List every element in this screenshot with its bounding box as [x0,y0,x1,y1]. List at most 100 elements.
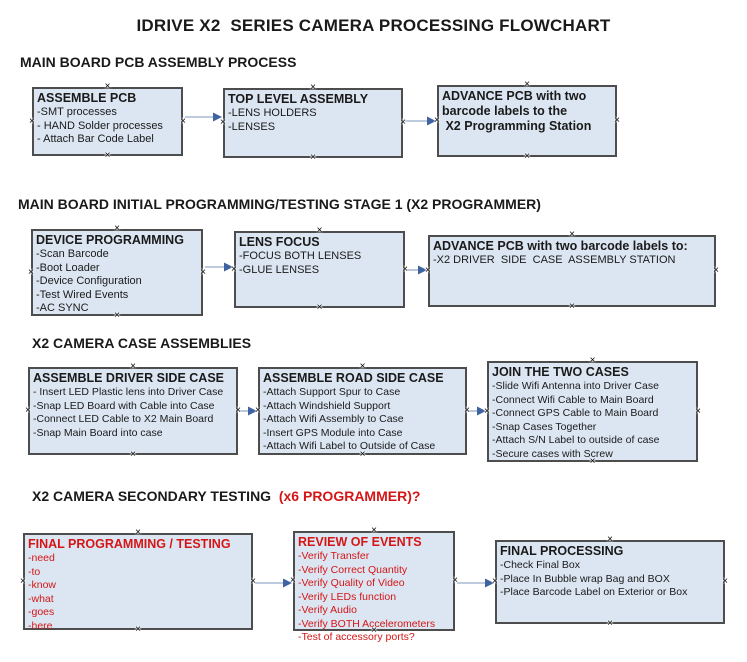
flow-box-item: -Verify BOTH Accelerometers [298,617,436,630]
flow-box-item: -Test Wired Events [36,288,129,301]
flow-box-device-programming[interactable]: DEVICE PROGRAMMING -Scan Barcode -Boot L… [28,224,206,321]
flow-box-advance-pcb-driver-side-station[interactable]: ADVANCE PCB with two barcode labels to: … [425,230,719,312]
connection-point-marker: × [316,302,323,313]
flow-box-title: FINAL PROCESSING [500,544,624,558]
flow-box-title: FINAL PROGRAMMING / TESTING [28,537,231,551]
flow-box-item: -here [28,619,53,632]
flow-box-item: -need [28,552,55,564]
flow-box-title: TOP LEVEL ASSEMBLY [228,92,369,106]
connection-point-marker: × [20,575,26,587]
flowchart-title: IDRIVE X2 SERIES CAMERA PROCESSING FLOWC… [136,16,611,35]
flow-arrow[interactable] [404,115,436,127]
flow-box-item: -Verify Audio [298,604,357,616]
connection-point-marker: × [28,266,34,278]
section-heading-pcb-assembly: MAIN BOARD PCB ASSEMBLY PROCESS [20,54,297,70]
flow-box-title: ADVANCE PCB with two barcode labels to: [433,239,688,253]
connection-point-marker: × [607,618,613,629]
flow-box-item: -GLUE LENSES [239,263,320,276]
flow-box-item: -goes [28,606,55,618]
flow-arrow[interactable] [406,264,427,276]
flow-box-item: -Device Configuration [36,275,142,287]
flow-box-title: DEVICE PROGRAMMING [36,233,184,247]
flow-box-item: -to [28,565,41,578]
flow-box-item: -Snap Main Board into case [33,426,163,439]
section-heading-secondary-testing: X2 CAMERA SECONDARY TESTING (x6 PROGRAMM… [32,488,420,504]
flow-box-item: -Secure cases with Screw [492,447,613,460]
flow-box-title: ADVANCE PCB with two [442,89,587,103]
flow-arrow[interactable] [254,577,292,589]
flow-box-item: -X2 DRIVER SIDE CASE ASSEMBLY STATION [433,254,676,266]
flow-box-item: - Attach Bar Code Label [37,133,154,145]
flow-box-item: - HAND Solder processes [37,119,163,132]
flow-box-title: REVIEW OF EVENTS [298,535,422,549]
connection-point-marker: × [25,405,31,416]
flow-box-item: -Attach Wifi Label to Outside of Case [263,440,436,452]
flow-box-item: -Boot Loader [36,261,100,274]
flow-box-item: -Connect GPS Cable to Main Board [492,407,659,419]
flow-box-review-of-events[interactable]: REVIEW OF EVENTS -Verify Transfer -Verif… [290,526,458,644]
flow-box-item: -what [28,592,54,605]
flow-box-item: -Place Barcode Label on Exterior or Box [500,586,688,598]
flow-box-item: -Check Final Box [500,559,580,571]
flow-arrow[interactable] [184,111,222,123]
flow-box-item: -Snap LED Board with Cable into Case [33,399,215,412]
connection-point-marker: × [29,115,35,127]
flow-box-item: -Connect LED Cable to X2 Main Board [33,413,214,425]
flow-box-title: ASSEMBLE ROAD SIDE CASE [263,371,444,385]
flow-box-title: barcode labels to the [442,104,568,118]
flow-box-item: -Snap Cases Together [492,420,597,433]
flow-box-item: -Attach S/N Label to outside of case [492,434,660,446]
connection-point-marker: × [713,265,719,276]
section-heading-initial-programming: MAIN BOARD INITIAL PROGRAMMING/TESTING S… [18,196,541,212]
flow-box-join-the-two-cases[interactable]: JOIN THE TWO CASES -Slide Wifi Antenna i… [484,356,701,467]
flow-box-lens-focus[interactable]: LENS FOCUS -FOCUS BOTH LENSES -GLUE LENS… [231,226,408,313]
connection-point-marker: × [130,449,136,460]
flow-box-item: -Verify Correct Quantity [298,563,408,576]
flow-arrow[interactable] [204,261,233,273]
section-heading-red-suffix: (x6 PROGRAMMER)? [278,488,421,504]
flow-box-item: -Test of accessory ports? [298,631,415,643]
flow-box-item: -Verify Transfer [298,550,370,562]
flow-box-item: -Slide Wifi Antenna into Driver Case [492,380,659,392]
connection-point-marker: × [569,301,575,312]
flow-box-final-processing[interactable]: FINAL PROCESSING -Check Final Box -Place… [492,535,728,629]
flow-box-title: LENS FOCUS [239,235,320,249]
flow-box-top-level-assembly[interactable]: TOP LEVEL ASSEMBLY -LENS HOLDERS -LENSES… [220,83,406,163]
flow-box-item: -Attach Wifi Assembly to Case [263,413,404,425]
section-heading-text: X2 CAMERA SECONDARY TESTING [32,488,279,504]
flow-box-item: -SMT processes [37,106,117,118]
flow-box-item: -Attach Support Spur to Case [263,386,401,398]
connection-point-marker: × [722,576,728,587]
flow-box-item: -Place In Bubble wrap Bag and BOX [500,572,670,585]
flow-box-item: -Connect Wifi Cable to Main Board [492,393,654,406]
flow-box-assemble-driver-side-case[interactable]: ASSEMBLE DRIVER SIDE CASE - Insert LED P… [25,362,241,460]
flow-box-item: -FOCUS BOTH LENSES [239,250,362,262]
section-heading-case-assemblies: X2 CAMERA CASE ASSEMBLIES [32,335,252,351]
connection-point-marker: × [310,152,316,163]
flow-box-item: - Insert LED Plastic lens into Driver Ca… [33,386,224,398]
flow-box-item: -Verify LEDs function [298,590,397,603]
flow-arrow[interactable] [468,405,486,417]
flow-box-assemble-pcb[interactable]: ASSEMBLE PCB -SMT processes - HAND Solde… [29,82,186,161]
flow-box-item: -Scan Barcode [36,248,109,260]
flow-box-title: JOIN THE TWO CASES [492,365,629,379]
flow-box-item: -know [28,579,57,591]
flow-box-assemble-road-side-case[interactable]: ASSEMBLE ROAD SIDE CASE -Attach Support … [255,362,470,460]
connection-point-marker: × [524,151,530,162]
flow-box-item: -LENSES [228,120,276,133]
connection-point-marker: × [614,115,620,126]
flow-box-title: ASSEMBLE DRIVER SIDE CASE [33,371,225,385]
flow-arrow[interactable] [456,577,494,589]
connection-point-marker: × [695,405,701,417]
flow-box-item: -LENS HOLDERS [228,107,317,119]
flow-box-item: -Attach Windshield Support [263,399,391,412]
flow-box-title: ASSEMBLE PCB [37,91,137,105]
flow-box-item: -Verify Quality of Video [298,577,405,589]
flow-box-final-programming-testing[interactable]: FINAL PROGRAMMING / TESTING -need -to -k… [20,528,256,635]
flow-box-advance-pcb-programming-station[interactable]: ADVANCE PCB with two barcode labels to t… [434,80,620,162]
connection-point-marker: × [104,150,111,161]
flow-box-title: X2 Programming Station [442,119,592,133]
flow-box-item: -AC SYNC [36,302,89,314]
flow-arrow[interactable] [239,405,257,417]
